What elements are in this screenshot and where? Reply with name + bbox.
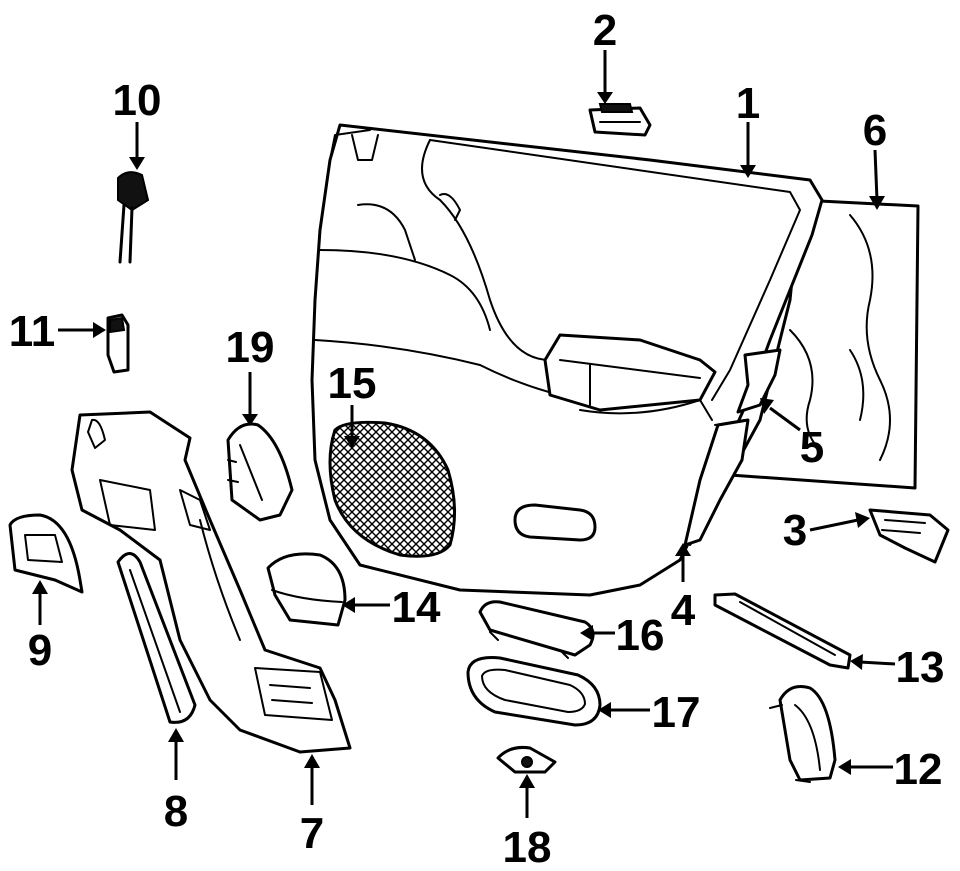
callout-5: 5 [800, 423, 824, 472]
part-9-bezel [8, 513, 84, 594]
leader-lines [32, 50, 896, 818]
part-18-clip [496, 746, 557, 774]
callout-15: 15 [328, 359, 377, 408]
part-10-lock-knob [117, 171, 150, 264]
part-13-trim-molding [713, 592, 852, 670]
callout-13: 13 [896, 643, 945, 692]
part-17-pull-cup-bezel [466, 656, 602, 727]
part-5-armrest-bracket [736, 348, 782, 414]
callout-9: 9 [28, 626, 52, 675]
part-14-cup [266, 552, 347, 627]
callout-3: 3 [783, 506, 807, 555]
part-2-clip [588, 103, 652, 137]
part-8-trim-strip [116, 552, 197, 724]
callout-16: 16 [616, 611, 665, 660]
callout-11: 11 [9, 307, 56, 356]
part-12-handle [769, 685, 837, 783]
callout-19: 19 [226, 323, 275, 372]
part-19-handle-bezel [226, 422, 294, 522]
callout-2: 2 [593, 6, 617, 55]
callout-4: 4 [671, 586, 696, 635]
callout-10: 10 [113, 76, 162, 125]
callout-8: 8 [164, 787, 188, 836]
part-15-speaker-grille [328, 420, 457, 558]
callout-14: 14 [392, 583, 441, 632]
part-7-lower-trim-panel [70, 410, 352, 754]
callout-12: 12 [894, 745, 943, 794]
callout-17: 17 [652, 688, 701, 737]
callout-7: 7 [300, 809, 324, 858]
part-11-lock-button [106, 313, 130, 374]
part-16-pull-handle [478, 600, 595, 659]
callout-18: 18 [503, 823, 552, 871]
callout-1: 1 [736, 79, 760, 128]
part-4-pull-cup [683, 418, 750, 547]
callout-6: 6 [863, 106, 887, 155]
part-3-switch-bezel [868, 508, 950, 564]
callout-labels: 1 2 3 4 5 6 7 8 9 10 11 12 13 14 15 16 1… [9, 6, 945, 871]
